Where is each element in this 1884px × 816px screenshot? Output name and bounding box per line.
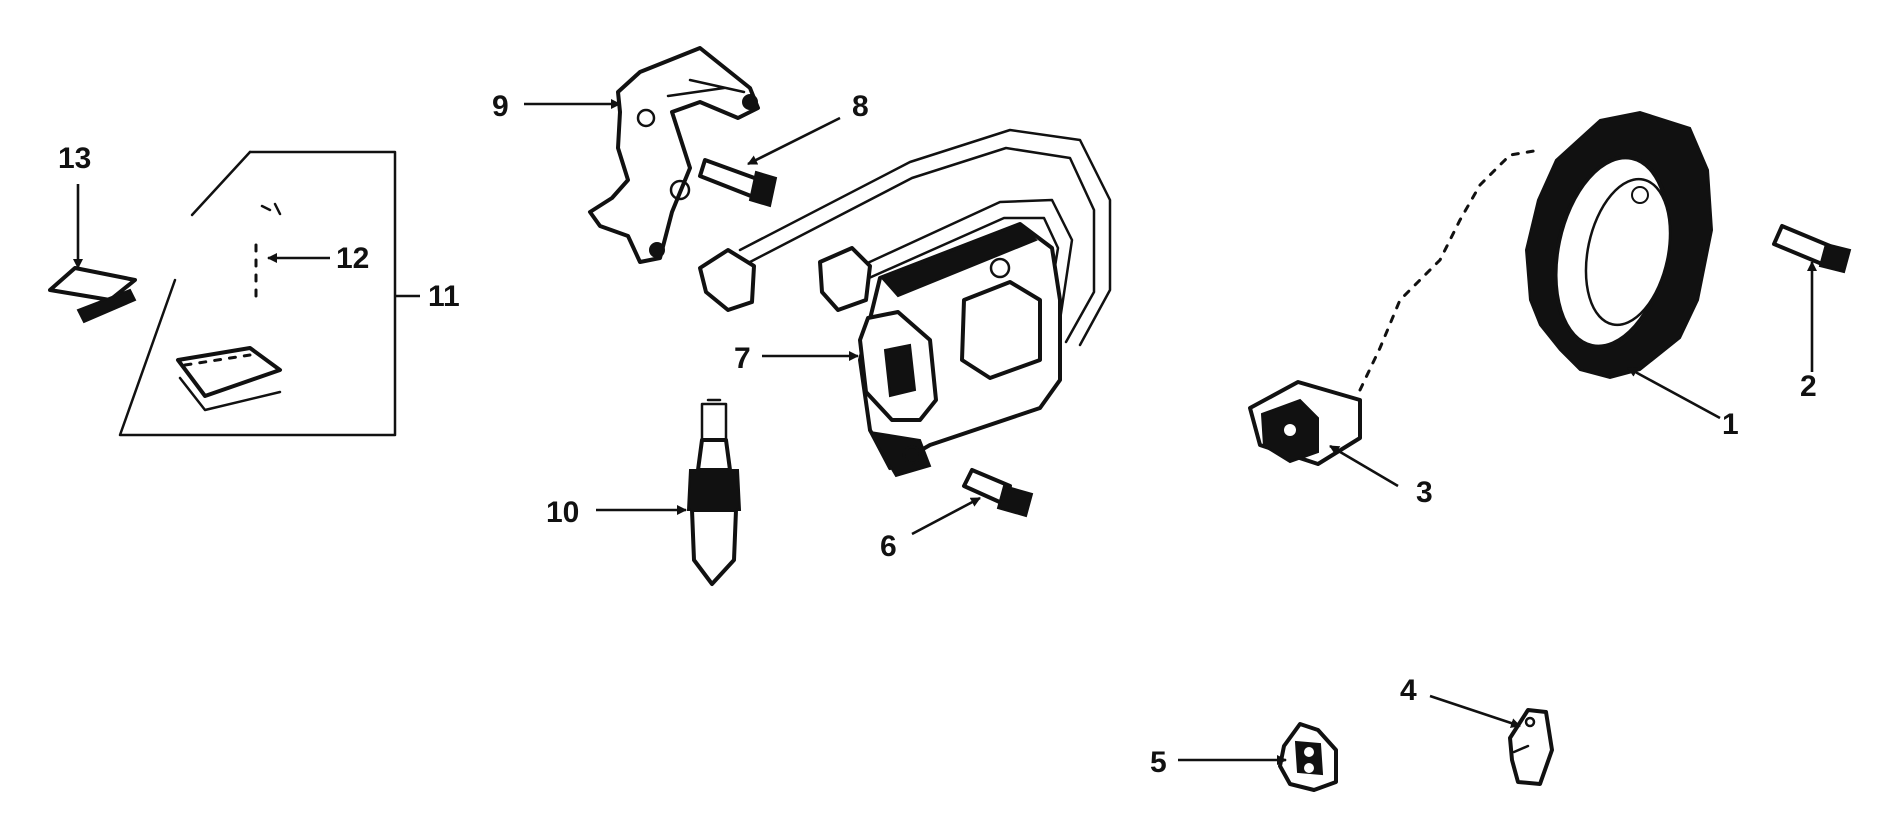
part-7-ignition-coil [698,128,1112,478]
callout-labels: 1 2 3 4 5 6 7 8 9 10 11 12 13 [58,90,1817,779]
part-12-pin [254,202,282,307]
part-13-cover [48,266,137,324]
callout-11: 11 [428,280,460,313]
part-4-clip [1508,708,1554,786]
part-11-module [176,346,282,412]
callout-13: 13 [58,142,91,175]
callout-3: 3 [1416,476,1433,509]
callout-4: 4 [1400,674,1417,707]
callout-10: 10 [546,496,579,529]
leader-3 [1329,444,1399,488]
part-3-connector [1248,148,1542,466]
callout-5: 5 [1150,746,1167,779]
callout-12: 12 [336,242,369,275]
part-11-kit-panel [118,150,397,437]
callout-2: 2 [1800,370,1817,403]
callout-8: 8 [852,90,869,123]
leader-lines [73,99,1817,765]
part-9-bracket [588,46,760,264]
callout-9: 9 [492,90,509,123]
part-1-flywheel [1524,110,1714,380]
part-8-screw [698,158,778,208]
callout-6: 6 [880,530,897,563]
part-2-bolt [1772,224,1852,274]
leader-1 [1627,366,1721,420]
callout-1: 1 [1722,408,1739,441]
part-5-gasket [1278,722,1338,792]
leader-8 [747,116,841,166]
part-10-spark-plug [686,398,742,586]
callout-7: 7 [734,342,751,375]
part-6-screw [962,468,1034,518]
leader-6 [911,496,981,536]
leader-4 [1429,694,1521,728]
